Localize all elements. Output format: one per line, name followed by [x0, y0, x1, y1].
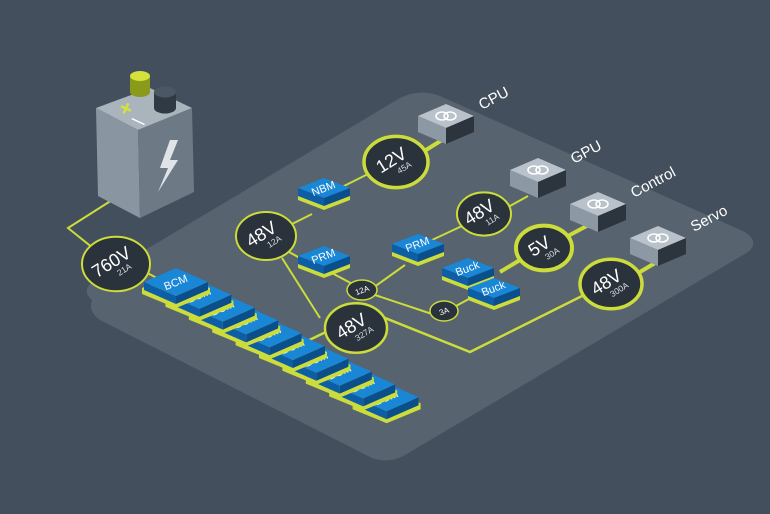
dual-ring-icon: [647, 233, 669, 243]
wire-12a-to-3a: [371, 293, 433, 315]
positive-terminal: [130, 71, 150, 97]
battery: + —: [96, 71, 194, 218]
circuit-board: [86, 92, 754, 461]
minus-sign: —: [129, 110, 148, 130]
prm-module-left: PRM: [298, 246, 350, 278]
wire-buck-to-5v: [498, 258, 522, 274]
prm-module-right: PRM: [392, 234, 444, 266]
dual-ring-icon: [587, 199, 609, 209]
svg-text:3A: 3A: [438, 305, 451, 317]
lightning-bolt-icon: [158, 140, 178, 192]
dual-ring-icon: [435, 111, 457, 121]
wire-nbm-to-12v: [339, 173, 369, 189]
load-label: CPU: [476, 84, 512, 114]
bcm-stack: BCMBCMBCMBCMBCMBCMBCMBCMBCMBCM: [142, 268, 421, 424]
wire-servo-bus: [369, 290, 591, 354]
bcm-module: BCM: [142, 268, 210, 308]
buck-module-bottom: Buck: [468, 278, 520, 310]
wire-prm-right-to-48v-11a: [431, 225, 463, 241]
wire-48v-11a-to-gpu: [509, 195, 529, 207]
negative-terminal: [154, 86, 176, 114]
pill-3a: 3A: [429, 300, 459, 322]
wire-48v-main-to-48v-left: [281, 257, 321, 319]
dual-ring-icon: [527, 165, 549, 175]
pill-12a: 12A: [346, 279, 378, 301]
nbm-module: NBM: [298, 178, 350, 210]
wire-12v-to-cpu: [424, 138, 444, 152]
